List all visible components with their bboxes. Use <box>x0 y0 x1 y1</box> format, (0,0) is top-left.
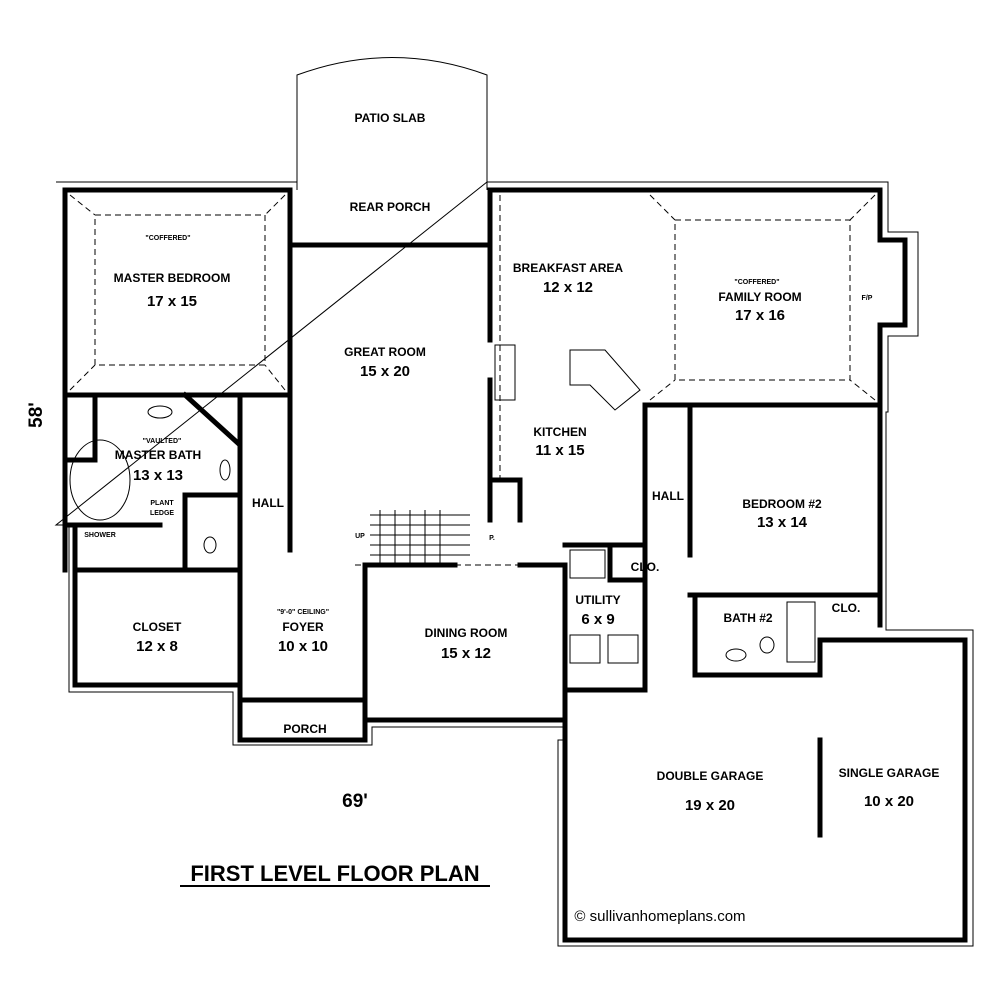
outer-outline <box>54 181 974 947</box>
label-breakfast-size: 12 x 12 <box>543 279 593 296</box>
label-family-size: 17 x 16 <box>735 307 785 324</box>
label-double-garage-size: 19 x 20 <box>685 797 735 814</box>
label-master-bath: MASTER BATH <box>115 448 201 462</box>
label-closet-hall: CLO. <box>631 560 660 574</box>
label-great-room-size: 15 x 20 <box>360 363 410 380</box>
room-labels: PATIO SLAB REAR PORCH "COFFERED" MASTER … <box>84 111 939 814</box>
label-master-bed-size: 17 x 15 <box>147 293 197 310</box>
label-patio: PATIO SLAB <box>355 111 426 125</box>
label-dining: DINING ROOM <box>425 626 508 640</box>
label-foyer-size: 10 x 10 <box>278 638 328 655</box>
width-dimension: 69' <box>342 791 368 812</box>
label-kitchen-size: 11 x 15 <box>535 442 584 459</box>
label-fireplace: F/P <box>862 295 873 302</box>
label-hall-left: HALL <box>252 496 284 510</box>
label-closet-size: 12 x 8 <box>136 638 178 655</box>
plan-title: FIRST LEVEL FLOOR PLAN <box>190 861 479 886</box>
label-bath2: BATH #2 <box>723 611 772 625</box>
label-utility: UTILITY <box>575 593 620 607</box>
label-closet-bed2: CLO. <box>832 601 861 615</box>
depth-dimension: 58' <box>26 402 47 428</box>
label-single-garage: SINGLE GARAGE <box>839 766 940 780</box>
label-great-room: GREAT ROOM <box>344 345 426 359</box>
label-master-bath-size: 13 x 13 <box>133 467 183 484</box>
label-family-note: "COFFERED" <box>734 279 779 286</box>
label-breakfast: BREAKFAST AREA <box>513 261 624 275</box>
label-plant: PLANT <box>150 500 174 507</box>
label-master-bed: MASTER BEDROOM <box>114 271 231 285</box>
label-closet: CLOSET <box>133 620 182 634</box>
label-pantry: P. <box>489 535 495 542</box>
label-kitchen: KITCHEN <box>533 425 586 439</box>
label-master-bath-note: "VAULTED" <box>143 438 182 445</box>
label-bedroom2-size: 13 x 14 <box>757 514 808 531</box>
label-dining-size: 15 x 12 <box>441 645 491 662</box>
label-single-garage-size: 10 x 20 <box>864 793 914 810</box>
label-foyer-note: "9'-0" CEILING" <box>277 609 329 616</box>
label-stairs-up: UP <box>355 533 365 540</box>
fixtures <box>69 344 816 664</box>
dashed-ceilings <box>69 194 876 566</box>
label-family: FAMILY ROOM <box>718 290 801 304</box>
label-foyer: FOYER <box>282 620 324 634</box>
patio-arc <box>296 57 488 190</box>
label-ledge: LEDGE <box>150 510 174 517</box>
walls <box>62 57 968 943</box>
label-utility-size: 6 x 9 <box>581 611 614 628</box>
label-master-bed-note: "COFFERED" <box>145 235 190 242</box>
label-porch: PORCH <box>283 722 326 736</box>
label-bedroom2: BEDROOM #2 <box>742 497 822 511</box>
copyright: © sullivanhomeplans.com <box>574 908 745 925</box>
label-double-garage: DOUBLE GARAGE <box>657 769 764 783</box>
label-hall-right: HALL <box>652 489 684 503</box>
label-shower: SHOWER <box>84 532 116 539</box>
label-rear-porch: REAR PORCH <box>350 200 431 214</box>
